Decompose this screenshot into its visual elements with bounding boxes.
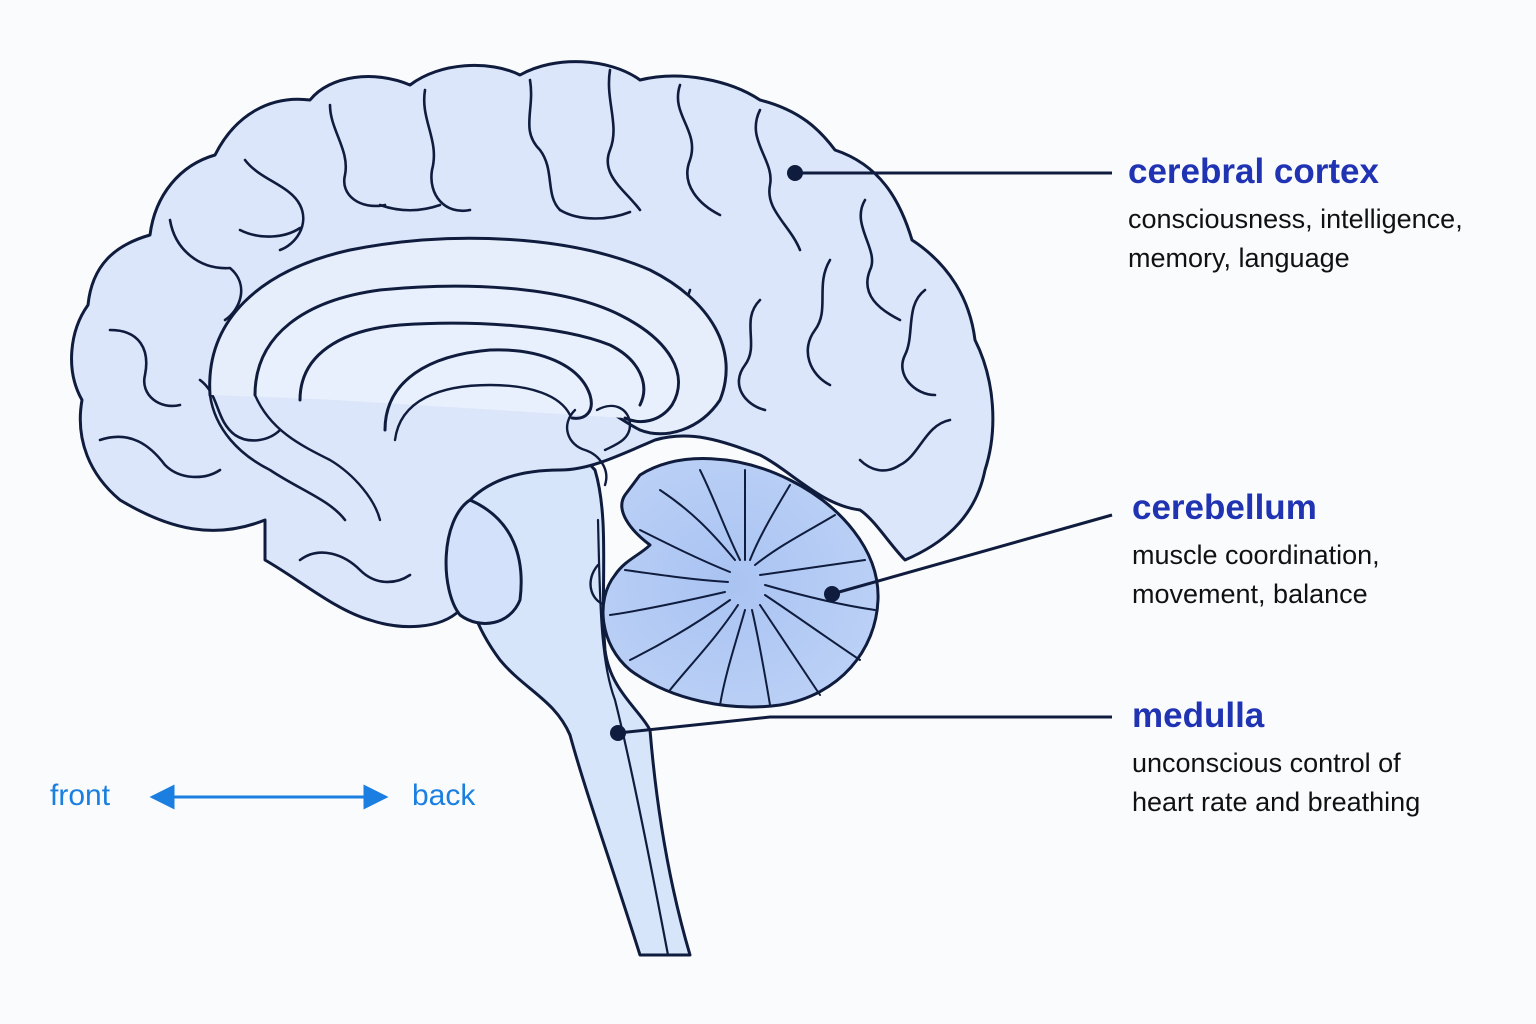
label-desc-line: movement, balance	[1132, 579, 1368, 609]
cerebellum	[601, 457, 880, 709]
label-title: cerebral cortex	[1128, 152, 1379, 191]
dot-cortex	[787, 165, 803, 181]
cerebellum-folia	[609, 469, 876, 706]
leader-medulla	[617, 715, 1112, 735]
dot-medulla	[610, 725, 626, 741]
leader-lines	[617, 171, 1113, 735]
label-desc-line: unconscious control of	[1132, 748, 1401, 778]
label-desc-line: heart rate and breathing	[1132, 787, 1421, 817]
label-description: consciousness, intelligence, memory, lan…	[1128, 200, 1463, 278]
label-description: unconscious control of heart rate and br…	[1132, 744, 1420, 822]
dot-cerebellum	[824, 586, 840, 602]
brainstem-inner-line	[596, 518, 670, 957]
label-cerebellum: cerebellum muscle coordination, movement…	[1132, 488, 1380, 614]
leader-cerebellum	[831, 513, 1113, 596]
pons	[444, 498, 523, 625]
orientation-back-label: back	[412, 779, 476, 812]
label-desc-line: memory, language	[1128, 243, 1350, 273]
fornix	[298, 321, 646, 407]
thalamus-arc	[383, 348, 593, 432]
orientation-front-label: front	[50, 779, 111, 812]
label-cerebral-cortex: cerebral cortex consciousness, intellige…	[1128, 152, 1463, 278]
label-description: muscle coordination, movement, balance	[1132, 536, 1380, 614]
label-desc-line: consciousness, intelligence,	[1128, 204, 1463, 234]
label-desc-line: muscle coordination,	[1132, 540, 1380, 570]
cortex-folds	[98, 68, 952, 584]
label-title: cerebellum	[1132, 488, 1317, 527]
label-title: medulla	[1132, 696, 1265, 735]
label-medulla: medulla unconscious control of heart rat…	[1132, 696, 1420, 822]
